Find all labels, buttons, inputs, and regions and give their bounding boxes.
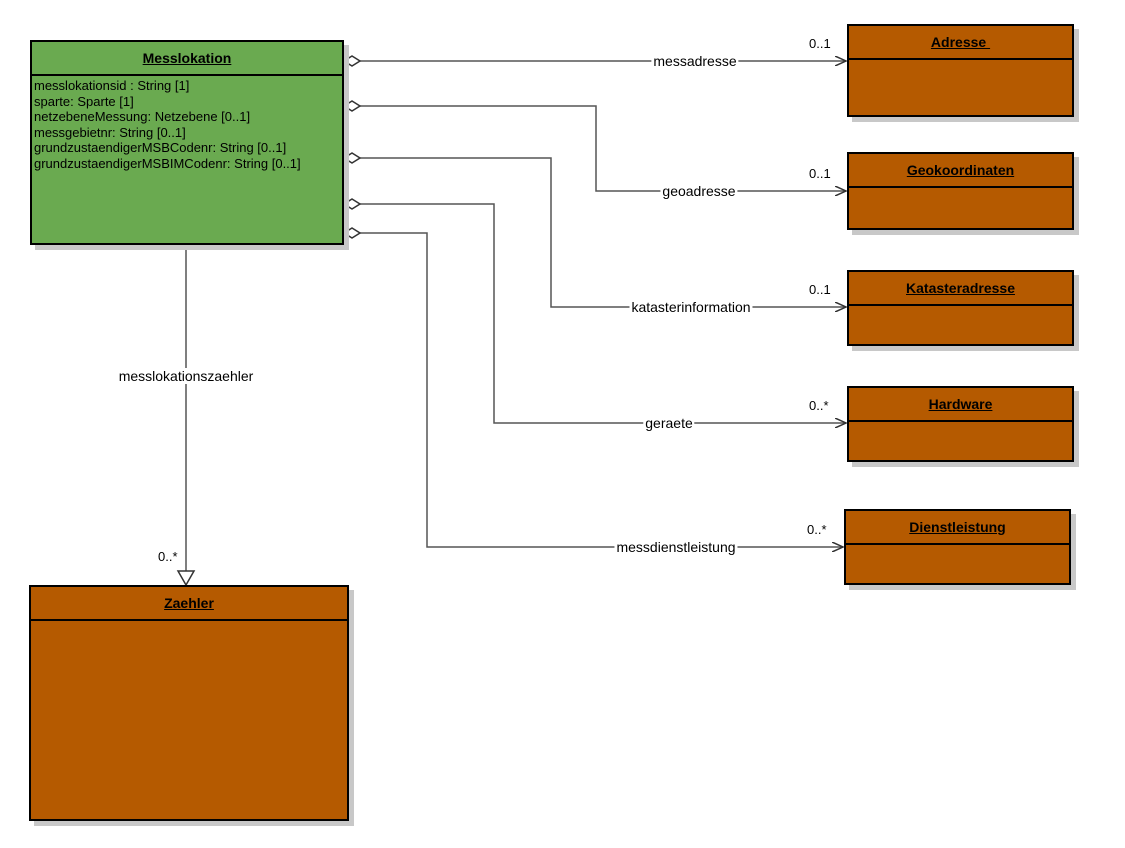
multiplicity-geoadresse: 0..1	[809, 166, 831, 181]
class-dienstleistung[interactable]: Dienstleistung	[844, 509, 1071, 585]
attribute: grundzustaendigerMSBIMCodenr: String [0.…	[34, 155, 301, 171]
generalization-triangle	[176, 570, 196, 587]
attribute: grundzustaendigerMSBCodenr: String [0..1…	[34, 140, 287, 156]
aggregation-diamond-geraete	[342, 198, 362, 210]
class-hardware-title: Hardware	[849, 388, 1072, 422]
class-hardware[interactable]: Hardware	[847, 386, 1074, 462]
edge-geraete	[360, 203, 846, 423]
class-katasteradresse[interactable]: Katasteradresse	[847, 270, 1074, 346]
class-geokoordinaten-title: Geokoordinaten	[849, 154, 1072, 188]
label-messdienstleistung: messdienstleistung	[614, 539, 738, 555]
multiplicity-messadresse: 0..1	[809, 36, 831, 51]
class-geokoordinaten[interactable]: Geokoordinaten	[847, 152, 1074, 230]
class-dienstleistung-title: Dienstleistung	[846, 511, 1069, 545]
class-adresse-title: Adresse	[849, 26, 1072, 60]
multiplicity-katasterinformation: 0..1	[809, 282, 831, 297]
label-katasterinformation: katasterinformation	[629, 299, 753, 315]
label-geoadresse: geoadresse	[660, 183, 738, 199]
label-messlokationszaehler: messlokationszaehler	[116, 368, 256, 384]
multiplicity-geraete: 0..*	[809, 398, 829, 413]
aggregation-diamond-messdienstleistung	[342, 227, 362, 239]
class-messlokation-title: Messlokation	[32, 42, 342, 76]
class-messlokation[interactable]: Messlokation messlokationsid : String [1…	[30, 40, 344, 245]
edge-geoadresse	[360, 105, 846, 191]
multiplicity-messdienstleistung: 0..*	[807, 522, 827, 537]
edge-katasterinformation	[360, 157, 846, 307]
aggregation-diamond-messadresse	[342, 55, 362, 67]
class-zaehler[interactable]: Zaehler	[29, 585, 349, 821]
class-katasteradresse-title: Katasteradresse	[849, 272, 1072, 306]
label-messadresse: messadresse	[651, 53, 739, 69]
class-adresse[interactable]: Adresse	[847, 24, 1074, 117]
class-zaehler-title: Zaehler	[31, 587, 347, 621]
attribute: messlokationsid : String [1]	[34, 78, 190, 93]
label-geraete: geraete	[643, 415, 695, 431]
edge-messdienstleistung	[360, 232, 843, 547]
class-messlokation-attributes: messlokationsid : String [1] sparte: Spa…	[32, 76, 342, 174]
aggregation-diamond-katasterinformation	[342, 152, 362, 164]
attribute: netzebeneMessung: Netzebene [0..1]	[34, 109, 251, 125]
multiplicity-messlokationszaehler: 0..*	[158, 549, 178, 564]
aggregation-diamond-geoadresse	[342, 100, 362, 112]
attribute: sparte: Sparte [1]	[34, 93, 134, 109]
attribute: messgebietnr: String [0..1]	[34, 124, 186, 140]
